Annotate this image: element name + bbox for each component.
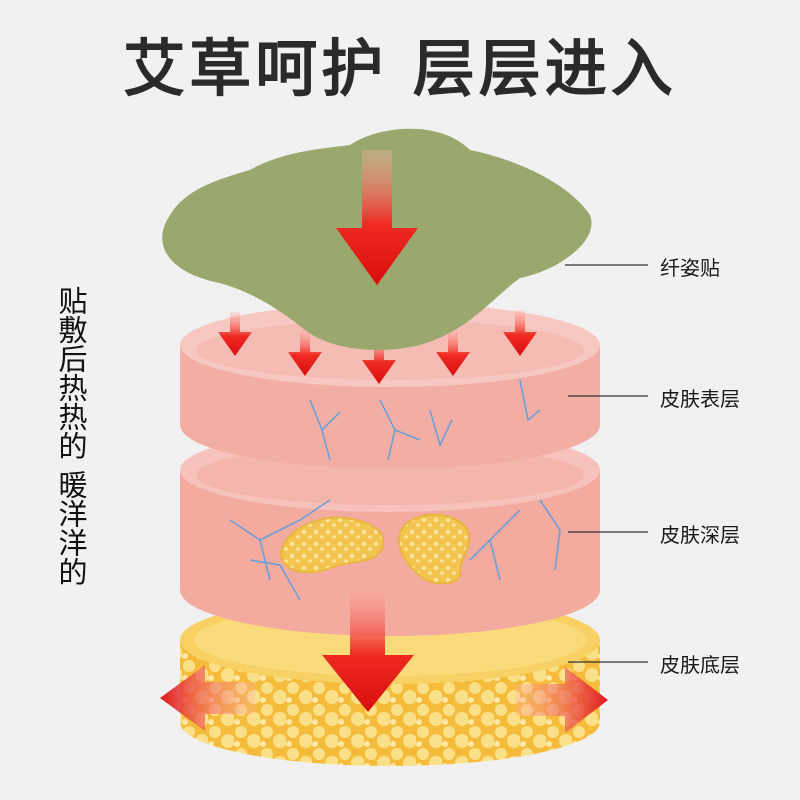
- arrow-down-deep: [322, 585, 414, 712]
- dermis-veins: [229, 499, 561, 601]
- arrow-right: [515, 667, 608, 733]
- fat-blob-left: [280, 516, 385, 574]
- epidermis-veins: [309, 379, 541, 461]
- label-dermis: 皮肤深层: [660, 523, 740, 547]
- arrow-left: [160, 665, 255, 731]
- leader-lines: [565, 264, 648, 663]
- label-epidermis: 皮肤表层: [660, 387, 740, 411]
- arrow-down-large: [336, 150, 418, 285]
- label-patch: 纤姿贴: [660, 256, 720, 280]
- arrow-down-small-3: [362, 336, 396, 384]
- fat-blob-right: [398, 513, 470, 585]
- label-base: 皮肤底层: [660, 653, 740, 677]
- arrow-down-small-5: [503, 310, 537, 356]
- arrow-down-small-1: [218, 312, 252, 356]
- side-caption-warm: 贴敷后热热的: [54, 286, 88, 460]
- surface-arrows: [218, 310, 537, 384]
- side-caption-cozy: 暖洋洋的: [54, 470, 88, 586]
- arrow-down-small-2: [288, 330, 322, 376]
- arrow-down-small-4: [436, 330, 470, 376]
- page-title: 艾草呵护 层层进入: [123, 32, 677, 105]
